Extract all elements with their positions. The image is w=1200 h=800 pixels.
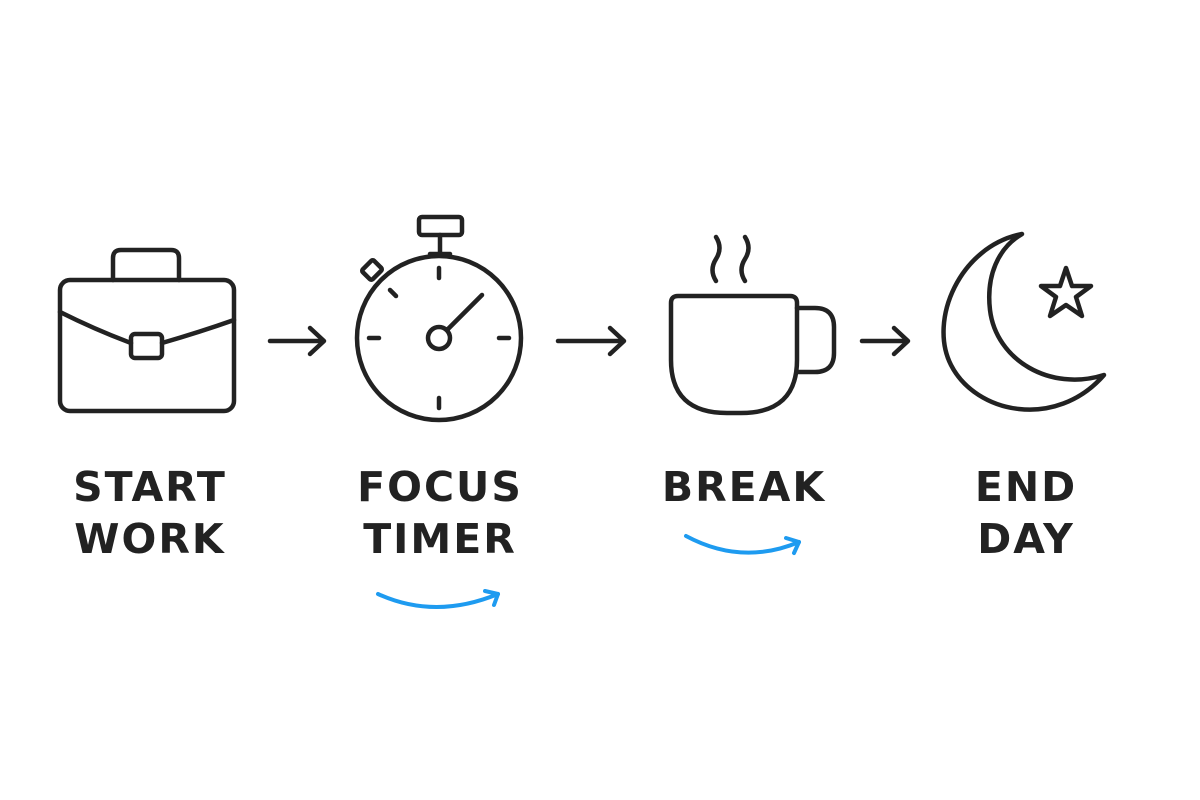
arrow-right-icon <box>267 325 327 357</box>
arrow-right-icon <box>859 325 911 357</box>
step-label-line: TIMER <box>363 515 517 563</box>
break-accent-arrow <box>684 534 801 555</box>
step-label-start-work: START WORK <box>30 461 270 565</box>
step-label-line: BREAK <box>661 463 827 511</box>
step-label-line: FOCUS <box>357 463 523 511</box>
step-label-break: BREAK <box>624 461 864 513</box>
briefcase-icon <box>57 247 237 414</box>
step-label-line: DAY <box>977 515 1075 563</box>
moon-star-icon <box>941 231 1107 412</box>
focus-timer-accent-arrow <box>376 589 500 609</box>
coffee-cup-icon <box>668 234 837 416</box>
step-label-line: END <box>974 463 1078 511</box>
stopwatch-icon <box>354 214 524 423</box>
step-label-end-day: END DAY <box>906 461 1146 565</box>
step-label-focus-timer: FOCUS TIMER <box>320 461 560 565</box>
arrow-right-icon <box>555 325 627 357</box>
step-label-line: WORK <box>74 515 226 563</box>
step-label-line: START <box>73 463 227 511</box>
